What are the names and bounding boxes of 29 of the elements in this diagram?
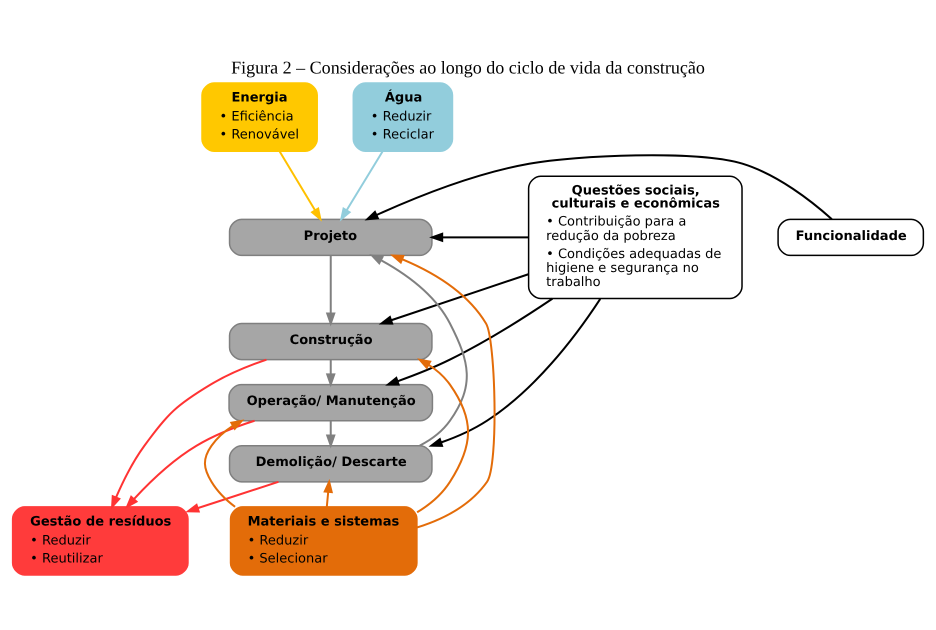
arrow (204, 419, 244, 508)
arrow (340, 150, 384, 222)
arrow (416, 358, 470, 514)
node-box: Funcionalidade (777, 218, 924, 256)
arrow (323, 478, 334, 507)
node-box: Operação/ Manutenção (228, 384, 434, 422)
node-box: Projeto (228, 218, 433, 256)
arrow (390, 254, 496, 528)
arrow (326, 360, 336, 388)
arrow (429, 232, 529, 242)
arrow (378, 273, 529, 325)
arrow (110, 358, 267, 510)
node-box: Construção (228, 322, 433, 360)
arrow (364, 154, 833, 221)
node-box: Água • Reduzir • Reciclar (352, 82, 454, 152)
arrow (385, 298, 554, 386)
node-box: Demolição/ Descarte (228, 445, 433, 483)
arrow (326, 420, 336, 449)
node-box: Questões sociais, culturais e econômicas • Contribuição para a redução da pobreza • Condições adequadas de higiene e segurança no trabalho (528, 175, 743, 300)
diagram-title: Figura 2 – Considerações ao longo do ciclo de vida da construção (231, 57, 705, 78)
node-box: Gestão de resíduos • Reduzir • Reutilizar (12, 506, 189, 576)
arrow (326, 256, 336, 326)
arrow (278, 150, 322, 222)
node-box: Energia • Eficiência • Renovável (201, 82, 318, 152)
arrow (428, 298, 602, 447)
node-box: Materiais e sistemas • Reduzir • Selecionar (230, 506, 418, 576)
arrow (125, 420, 255, 509)
arrow (185, 480, 279, 513)
arrow (369, 254, 468, 446)
